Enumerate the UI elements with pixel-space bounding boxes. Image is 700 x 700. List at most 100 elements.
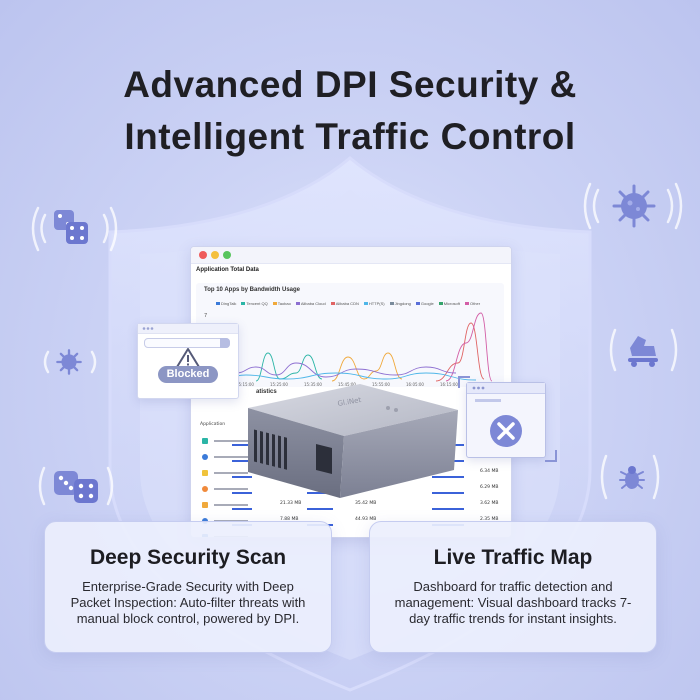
- legend-label: Other: [470, 301, 481, 306]
- statistics-title: atistics: [256, 389, 277, 395]
- usage-bar: [232, 476, 252, 478]
- app-name-placeholder: [214, 504, 248, 506]
- legend-label: Google: [420, 301, 434, 306]
- legend-label: Jingdong: [394, 301, 411, 306]
- blocked-site-window: [466, 382, 546, 458]
- usage-bar: [432, 492, 464, 494]
- dice-icon: [54, 471, 98, 503]
- legend-swatch: [330, 302, 335, 306]
- legend-item[interactable]: Other: [465, 301, 480, 306]
- popup-titlebar: [138, 324, 238, 334]
- usage-bar: [232, 492, 252, 494]
- legend-item[interactable]: Microsoft: [438, 301, 461, 306]
- x-tick-label: 15:55:00: [372, 382, 390, 387]
- app-color-marker: [202, 470, 208, 476]
- chart-legend: DingTalk Tencent QQ Taobao Alibaba Cloud Ali…: [216, 301, 480, 306]
- close-dot[interactable]: [199, 251, 207, 259]
- dashboard-title: Application Total Data: [196, 267, 259, 273]
- feature-card-traffic: Live Traffic Map Dashboard for traffic d…: [369, 521, 657, 653]
- legend-label: Taobao: [277, 301, 291, 306]
- legend-swatch: [216, 302, 220, 306]
- usage-value: 6.34 MB: [480, 469, 499, 474]
- table-row[interactable]: 6.29 MB: [200, 484, 500, 494]
- headline-line-2: Intelligent Traffic Control: [124, 116, 576, 157]
- legend-label: HTTP(S): [368, 301, 385, 306]
- app-color-marker: [202, 438, 208, 444]
- card-body: Enterprise-Grade Security with Deep Pack…: [70, 579, 306, 626]
- legend-swatch: [465, 302, 470, 306]
- usage-bar: [232, 508, 252, 510]
- usage-value: 35.42 MB: [355, 501, 377, 506]
- search-icon[interactable]: [220, 338, 230, 348]
- router-device-image: Gl.iNet: [248, 384, 458, 498]
- legend-item[interactable]: Taobao: [272, 301, 291, 306]
- series-line: [215, 362, 457, 380]
- usage-bar: [432, 508, 464, 510]
- corner-bracket: [458, 376, 470, 388]
- app-color-marker: [202, 502, 208, 508]
- series-line: [255, 352, 323, 382]
- x-tick-label: 15:25:00: [270, 382, 288, 387]
- legend-swatch: [363, 302, 368, 306]
- legend-label: Microsoft: [443, 301, 461, 306]
- usage-bar: [232, 444, 252, 446]
- legend-item[interactable]: Jingdong: [389, 301, 411, 306]
- app-color-marker: [202, 486, 208, 492]
- corner-bracket: [545, 450, 557, 462]
- card-title: Deep Security Scan: [89, 546, 287, 569]
- series-line: [215, 372, 477, 382]
- search-bar[interactable]: [144, 338, 230, 348]
- usage-value: 6.29 MB: [480, 485, 499, 490]
- legend-swatch: [241, 302, 246, 306]
- x-tick-label: 16:15:00: [440, 382, 458, 387]
- maximize-dot[interactable]: [223, 251, 231, 259]
- chart-title: Top 10 Apps by Bandwidth Usage: [204, 287, 301, 293]
- close-icon: [490, 415, 522, 447]
- usage-value: 21.33 MB: [280, 501, 302, 506]
- x-tick-label: 16:05:00: [406, 382, 424, 387]
- blocked-popup: Blocked: [137, 323, 239, 399]
- legend-swatch: [272, 302, 277, 306]
- legend-label: Tencent QQ: [246, 301, 268, 306]
- window-titlebar: [191, 247, 511, 264]
- app-name-placeholder: [214, 472, 248, 474]
- app-color-marker: [202, 454, 208, 460]
- x-tick-label: 15:15:00: [236, 382, 254, 387]
- y-tick: 7: [204, 313, 208, 319]
- usage-bar: [307, 508, 333, 510]
- app-name-placeholder: [214, 440, 248, 442]
- usage-value: 2.35 MB: [480, 517, 499, 522]
- usage-bar: [307, 492, 333, 494]
- legend-swatch: [389, 302, 394, 306]
- statistics-section: atistics: [196, 389, 504, 401]
- legend-item[interactable]: Alibaba CDN: [330, 301, 359, 306]
- usage-value: 7.88 MB: [280, 517, 299, 522]
- legend-label: Alibaba Cloud: [300, 301, 326, 306]
- trojan-horse-icon: [628, 336, 658, 367]
- legend-label: DingTalk: [221, 301, 237, 306]
- legend-item[interactable]: Google: [415, 301, 434, 306]
- legend-item[interactable]: DingTalk: [216, 301, 236, 306]
- legend-swatch: [295, 302, 300, 306]
- virus-icon: [56, 349, 82, 375]
- series-line: [445, 312, 493, 382]
- x-tick-label: 15:45:00: [338, 382, 356, 387]
- dice-icon: [54, 210, 88, 244]
- minimize-dot[interactable]: [211, 251, 219, 259]
- series-line: [435, 322, 485, 382]
- app-name-placeholder: [214, 456, 248, 458]
- bandwidth-chart: Top 10 Apps by Bandwidth Usage DingTalk T…: [196, 283, 504, 387]
- table-header-application: Application: [200, 422, 226, 427]
- x-tick-label: 15:35:00: [304, 382, 322, 387]
- bug-icon: [619, 466, 645, 489]
- card-title: Live Traffic Map: [433, 546, 593, 569]
- legend-item[interactable]: Alibaba Cloud: [295, 301, 326, 306]
- usage-bar: [232, 460, 252, 462]
- legend-item[interactable]: HTTP(S): [363, 301, 385, 306]
- series-line: [331, 352, 403, 382]
- legend-label: Alibaba CDN: [335, 301, 359, 306]
- legend-item[interactable]: Tencent QQ: [241, 301, 268, 306]
- headline-line-1: Advanced DPI Security &: [123, 64, 577, 105]
